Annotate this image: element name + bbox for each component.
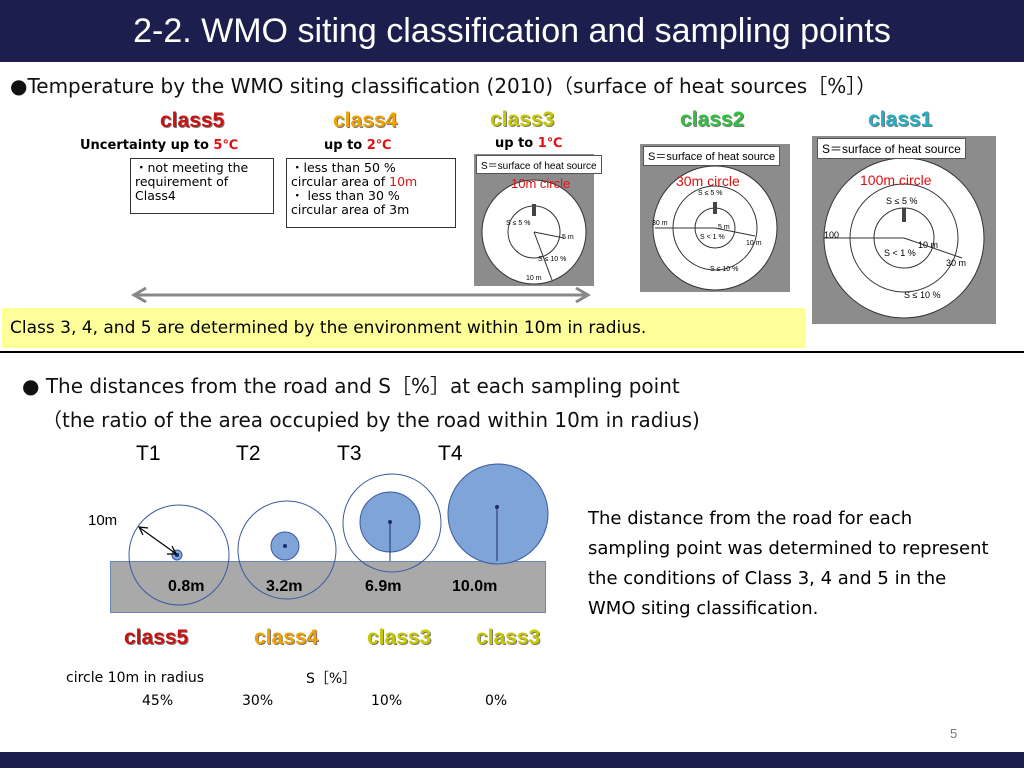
class3-s-label: S＝surface of heat source	[476, 155, 602, 174]
summary-box	[2, 308, 806, 348]
class1-circle-label: 100m circle	[860, 172, 932, 188]
point-label-t4: T4	[438, 442, 463, 465]
class2-circles	[652, 165, 778, 291]
distance-t3: 6.9m	[365, 578, 402, 595]
t3-class-label: class3	[367, 626, 432, 649]
distance-t1: 0.8m	[168, 578, 205, 595]
class3-circle-label: 10m circle	[511, 176, 571, 191]
footer-bar	[0, 752, 1024, 768]
class2-circle-label: 30m circle	[676, 173, 740, 189]
section2-subheading: （the ratio of the area occupied by the r…	[42, 408, 700, 432]
class5-uncertainty: Uncertainty up to 5℃	[80, 138, 239, 153]
summary-text: Class 3, 4, and 5 are determined by the …	[10, 318, 647, 338]
class4-uncertainty: up to 2℃	[324, 138, 392, 153]
t2-class-label: class4	[254, 626, 319, 649]
point-label-t2: T2	[236, 442, 261, 465]
class4-label: class4	[333, 109, 398, 132]
class3-circles	[481, 179, 587, 285]
class3-diagram	[474, 154, 594, 286]
radius-arrow	[139, 527, 176, 554]
class2-label: class2	[680, 108, 745, 131]
s-value-t3: 10%	[371, 693, 403, 709]
t3-outer-circle	[342, 473, 442, 573]
s-value-t2: 30%	[242, 693, 274, 709]
t2-outer-circle	[237, 500, 337, 600]
class2-s-label: S＝surface of heat source	[643, 146, 781, 166]
page-number: 5	[950, 726, 958, 741]
bullet-icon: ●	[22, 374, 40, 398]
class2-diagram	[640, 144, 790, 292]
sampling-point-diagram	[128, 463, 549, 606]
t1-class-label: class5	[124, 626, 189, 649]
s-value-t4: 0%	[485, 693, 508, 709]
section2-heading: ● The distances from the road and S［%］at…	[22, 374, 680, 398]
t4-circle	[447, 463, 549, 565]
class4-description-box: ・less than 50 % circular area of 10m ・ l…	[286, 158, 456, 228]
point-label-t1: T1	[136, 442, 161, 465]
explanation-note: The distance from the road for each samp…	[588, 508, 989, 619]
road-band	[110, 561, 546, 613]
section-divider	[0, 351, 1024, 353]
range-double-arrow-icon	[131, 286, 591, 304]
s-caption: S［%］	[306, 671, 357, 687]
class1-s-label: S＝surface of heat source	[817, 138, 966, 159]
section1-heading: ●Temperature by the WMO siting classific…	[10, 74, 877, 98]
t4-class-label: class3	[476, 626, 541, 649]
circle-caption: circle 10m in radius	[66, 670, 205, 686]
class5-label: class5	[160, 109, 225, 132]
distance-t2: 3.2m	[266, 578, 303, 595]
class1-label: class1	[868, 108, 933, 131]
class5-description-box: ・not meeting the requirement of Class4	[130, 158, 274, 214]
s-value-t1: 45%	[142, 693, 174, 709]
class3-label: class3	[490, 108, 555, 131]
point-label-t3: T3	[337, 442, 362, 465]
distance-t4: 10.0m	[452, 578, 498, 595]
class1-circles	[823, 157, 985, 319]
class3-uncertainty: up to 1℃	[495, 136, 563, 151]
title-bar	[0, 0, 1024, 62]
t1-outer-circle	[128, 504, 230, 606]
bullet-icon: ●	[10, 74, 28, 98]
radius-label: 10m	[88, 512, 118, 529]
slide-title: 2-2. WMO siting classification and sampl…	[133, 12, 891, 50]
class1-diagram	[812, 136, 996, 324]
